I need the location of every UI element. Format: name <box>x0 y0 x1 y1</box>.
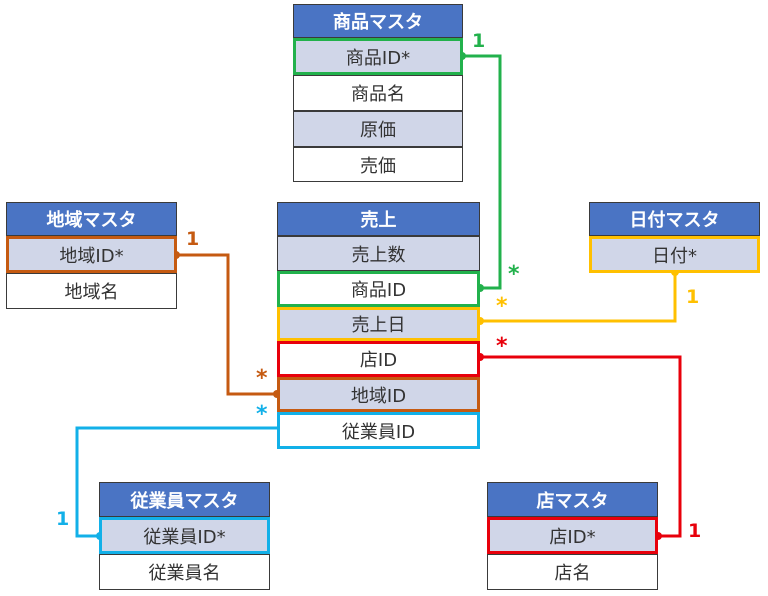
store-id-row: 店ID* <box>487 517 658 554</box>
store-master-title: 店マスタ <box>487 482 658 517</box>
product-name-row: 商品名 <box>293 75 463 111</box>
cardinality-one-region: 1 <box>186 228 200 250</box>
cardinality-many-store: * <box>496 334 508 359</box>
sales-region-id-row: 地域ID <box>277 377 480 412</box>
cardinality-one-product: 1 <box>472 30 486 52</box>
employee-name-row: 従業員名 <box>99 554 270 590</box>
employee-master-title: 従業員マスタ <box>99 482 270 517</box>
employee-id-row: 従業員ID* <box>99 517 270 554</box>
date-master-title: 日付マスタ <box>589 202 760 236</box>
cardinality-one-store: 1 <box>688 520 702 542</box>
store-name-row: 店名 <box>487 554 658 590</box>
region-id-row: 地域ID* <box>6 236 177 273</box>
sales-quantity-row: 売上数 <box>277 236 480 271</box>
sales-date-row: 売上日 <box>277 307 480 341</box>
product-cost-row: 原価 <box>293 111 463 147</box>
cardinality-one-date: 1 <box>686 286 700 308</box>
product-master-title: 商品マスタ <box>293 4 463 38</box>
cardinality-one-employee: 1 <box>56 508 70 530</box>
sales-product-id-row: 商品ID <box>277 271 480 307</box>
region-master-title: 地域マスタ <box>6 202 177 236</box>
cardinality-many-region: * <box>256 366 268 391</box>
product-id-row: 商品ID* <box>293 38 463 75</box>
cardinality-many-employee: * <box>256 402 268 427</box>
sales-title: 売上 <box>277 202 480 236</box>
date-row: 日付* <box>589 236 760 273</box>
sales-employee-id-row: 従業員ID <box>277 412 480 449</box>
cardinality-many-date: * <box>496 294 508 319</box>
region-name-row: 地域名 <box>6 273 177 309</box>
sales-store-id-row: 店ID <box>277 341 480 377</box>
product-price-row: 売価 <box>293 147 463 182</box>
cardinality-many-product: * <box>508 262 520 287</box>
